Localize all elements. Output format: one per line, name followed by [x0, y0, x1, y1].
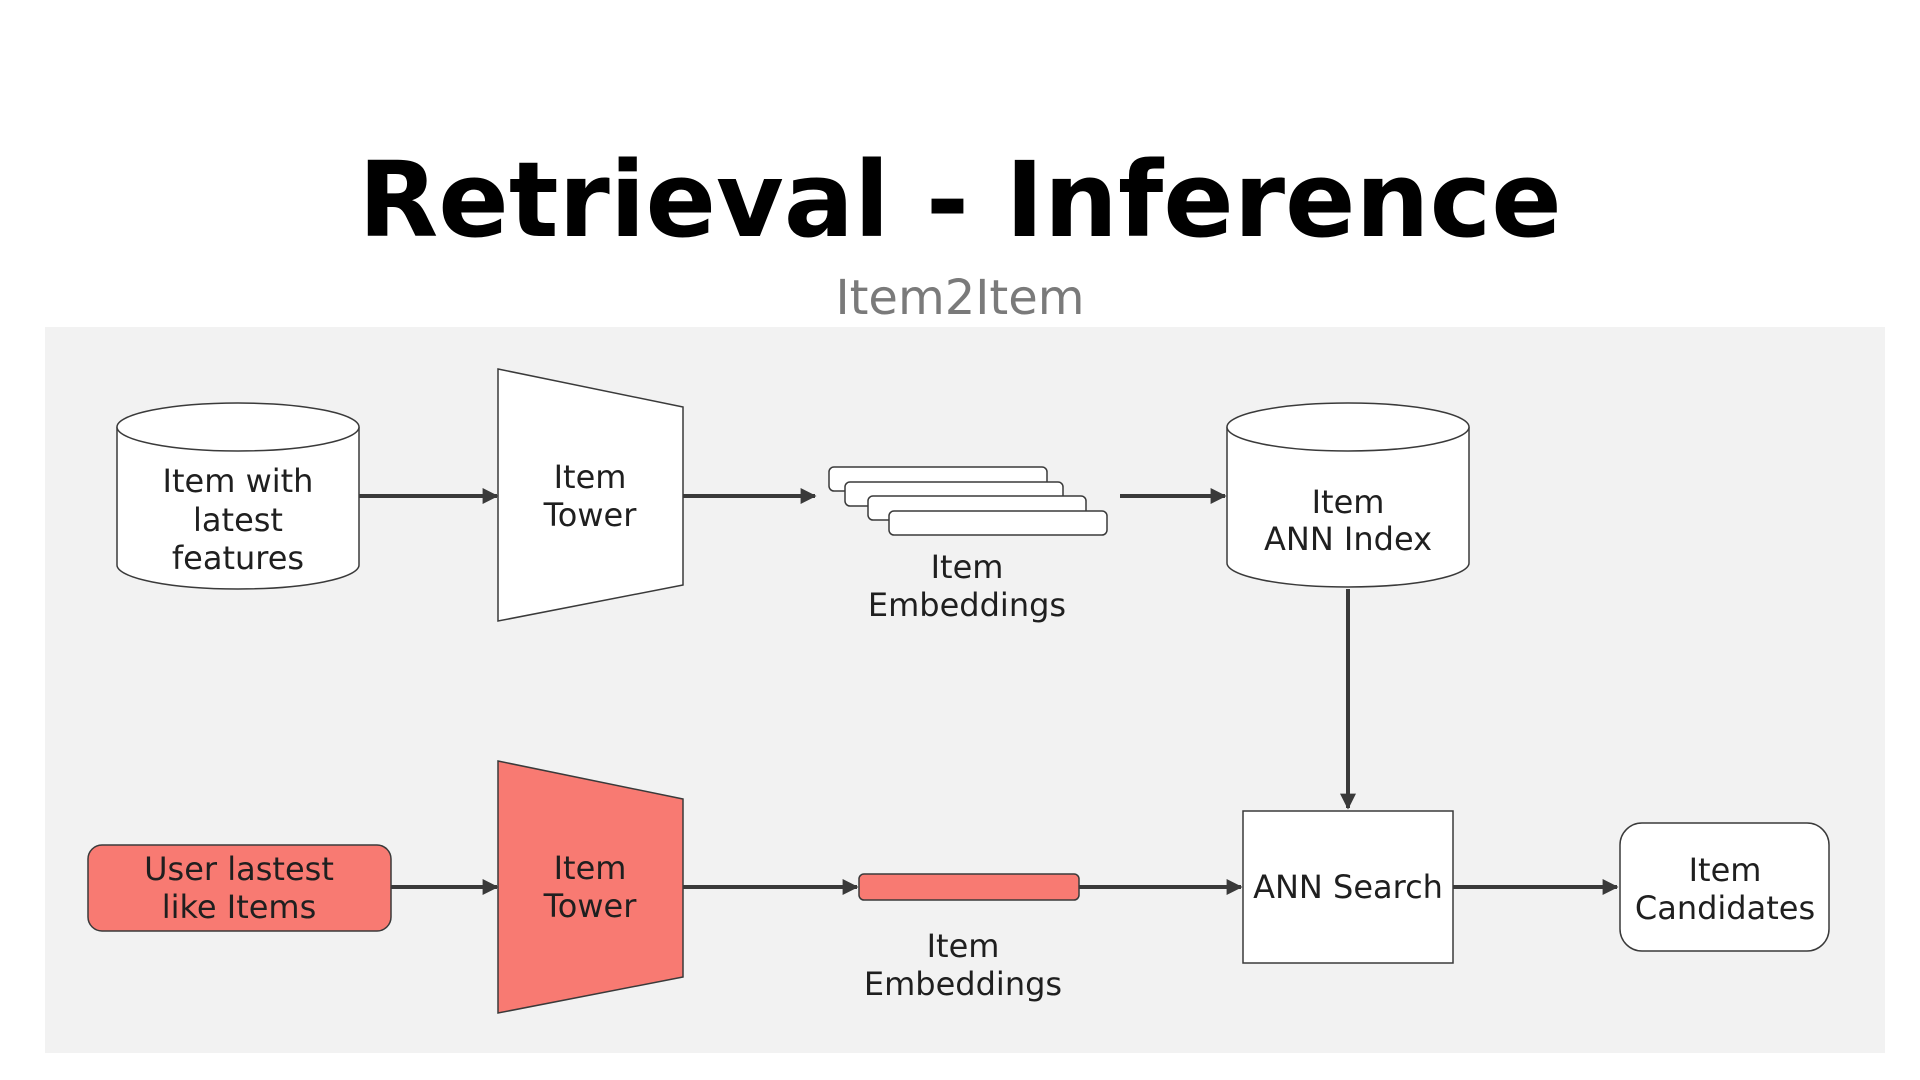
item-embeddings-stack-top: Item Embeddings: [828, 466, 1108, 624]
item-embeddings-bottom-label-line1: Item: [927, 927, 1000, 965]
item-ann-index-label-line2: ANN Index: [1264, 520, 1432, 558]
item-ann-index-label-line1: Item: [1312, 483, 1385, 521]
item-ann-index-database: Item ANN Index: [1226, 402, 1470, 588]
page-title: Retrieval - Inference: [358, 139, 1562, 261]
item-embeddings-bottom-label-line2: Embeddings: [864, 965, 1062, 1003]
item-tower-bottom-label-line1: Item: [554, 849, 627, 887]
item-candidates-box: Item Candidates: [1619, 822, 1830, 952]
item-features-label-line3: features: [172, 539, 304, 577]
page-subtitle: Item2Item: [835, 270, 1085, 326]
user-liked-items-label-line1: User lastest: [144, 850, 334, 888]
item-embeddings-top-label-line1: Item: [931, 548, 1004, 586]
ann-search-label: ANN Search: [1253, 868, 1443, 906]
item-tower-bottom: Item Tower: [497, 760, 684, 1014]
diagram-panel: Item with latest features Item Tower Ite…: [45, 327, 1885, 1053]
item-candidates-label-line1: Item: [1689, 851, 1762, 889]
item-tower-top: Item Tower: [497, 368, 684, 622]
diagram-canvas: Item with latest features Item Tower Ite…: [45, 327, 1885, 1053]
item-tower-bottom-label-line2: Tower: [543, 887, 638, 925]
item-tower-top-label-line1: Item: [554, 458, 627, 496]
item-tower-top-label-line2: Tower: [543, 496, 638, 534]
item-features-label-line1: Item with: [163, 462, 314, 500]
item-embeddings-top-label-line2: Embeddings: [868, 586, 1066, 624]
user-liked-items: User lastest like Items: [87, 844, 392, 932]
item-embeddings-bottom: Item Embeddings: [858, 873, 1080, 1003]
item-candidates-label-line2: Candidates: [1635, 889, 1815, 927]
item-features-label-line2: latest: [193, 501, 283, 539]
ann-search-box: ANN Search: [1242, 810, 1454, 964]
user-liked-items-label-line2: like Items: [162, 888, 317, 926]
item-features-database: Item with latest features: [116, 402, 360, 590]
